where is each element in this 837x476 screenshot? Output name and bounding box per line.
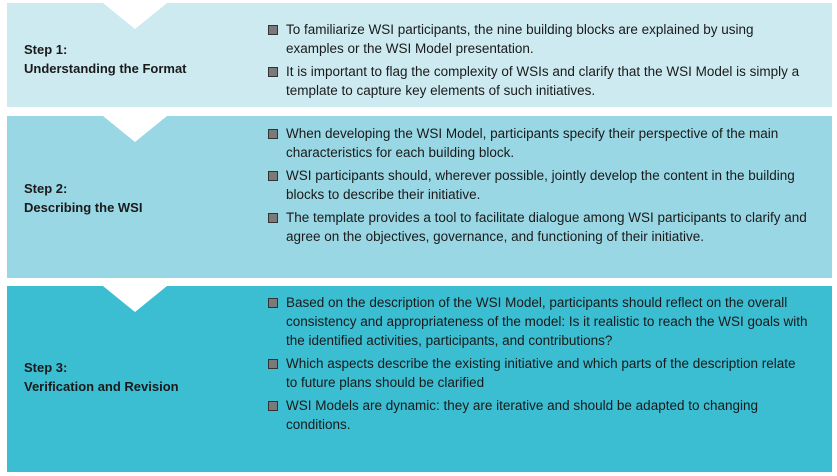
bullet-item: Based on the description of the WSI Mode…	[268, 293, 810, 350]
step-3-label: Step 3: Verification and Revision	[24, 358, 179, 396]
square-bullet-icon	[268, 25, 278, 35]
bullet-item: It is important to flag the complexity o…	[268, 62, 810, 100]
square-bullet-icon	[268, 401, 278, 411]
bullet-text: WSI Models are dynamic: they are iterati…	[286, 398, 759, 432]
bullet-text: WSI participants should, wherever possib…	[286, 168, 795, 202]
bullet-text: Which aspects describe the existing init…	[286, 356, 796, 390]
arrow-notch	[103, 116, 167, 142]
step-3-band: Step 3: Verification and Revision Based …	[7, 286, 832, 472]
square-bullet-icon	[268, 298, 278, 308]
step-1-band: Step 1: Understanding the Format To fami…	[7, 3, 832, 107]
bullet-item: The template provides a tool to facilita…	[268, 208, 810, 246]
bullet-text: Based on the description of the WSI Mode…	[286, 295, 808, 348]
arrow-notch	[103, 286, 167, 312]
square-bullet-icon	[268, 213, 278, 223]
square-bullet-icon	[268, 67, 278, 77]
step-number: Step 1:	[24, 42, 68, 57]
bullet-item: When developing the WSI Model, participa…	[268, 124, 810, 162]
bullet-item: To familiarize WSI participants, the nin…	[268, 20, 810, 58]
step-1-bullets: To familiarize WSI participants, the nin…	[268, 20, 810, 100]
step-2-bullets: When developing the WSI Model, participa…	[268, 124, 810, 246]
step-number: Step 3:	[24, 360, 68, 375]
step-number: Step 2:	[24, 181, 68, 196]
step-2-label: Step 2: Describing the WSI	[24, 179, 142, 217]
bullet-text: When developing the WSI Model, participa…	[286, 126, 779, 160]
bullet-item: Which aspects describe the existing init…	[268, 354, 810, 392]
bullet-text: It is important to flag the complexity o…	[286, 64, 800, 98]
step-3-bullets: Based on the description of the WSI Mode…	[268, 293, 810, 434]
bullet-item: WSI Models are dynamic: they are iterati…	[268, 396, 810, 434]
square-bullet-icon	[268, 171, 278, 181]
bullet-item: WSI participants should, wherever possib…	[268, 166, 810, 204]
step-1-label: Step 1: Understanding the Format	[24, 40, 187, 78]
step-title: Verification and Revision	[24, 379, 179, 394]
bullet-text: To familiarize WSI participants, the nin…	[286, 22, 754, 56]
bullet-text: The template provides a tool to facilita…	[286, 210, 807, 244]
step-2-band: Step 2: Describing the WSI When developi…	[7, 116, 832, 278]
square-bullet-icon	[268, 359, 278, 369]
square-bullet-icon	[268, 129, 278, 139]
step-title: Describing the WSI	[24, 200, 143, 215]
arrow-notch	[103, 3, 167, 29]
step-title: Understanding the Format	[24, 61, 187, 76]
